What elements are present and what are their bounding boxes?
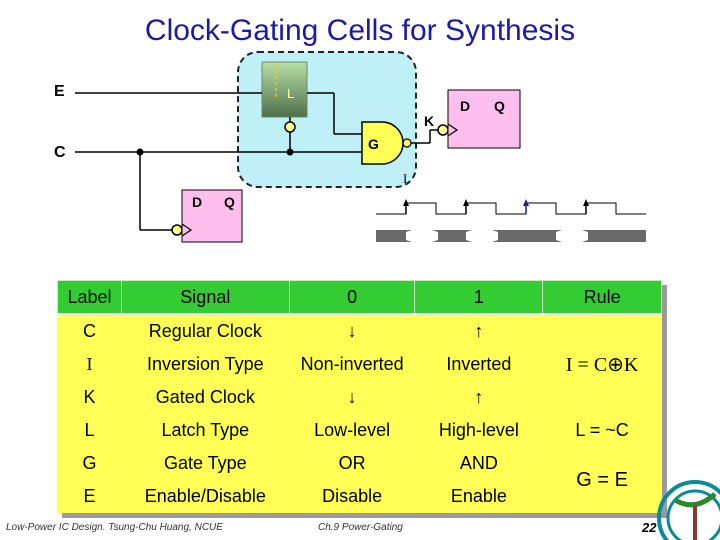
header-one: 1 [414,280,544,315]
row-value-zero: OR [338,453,366,473]
row-signal: Regular Clock [148,321,262,341]
row-value-zero: ↓ [347,387,357,407]
university-logo [657,480,720,540]
clock-gating-rule-table: Label Signal 0 1 Rule C Regular Clock ↓ … [57,280,662,513]
latch-label: L [287,86,294,101]
header-rule: Rule [542,280,662,315]
clock-gating-diagram: L E C G I K D Q D Q [54,51,646,243]
ff-right-q-label: Q [494,98,505,114]
gated-clock-label: K [424,113,434,129]
row-label: L [84,420,95,440]
ff-right-d-label: D [460,98,470,114]
footer-chapter: Ch.9 Power-Gating [318,522,403,533]
footer-credit: Low-Power IC Design. Tsung-Chu Huang, NC… [6,522,223,533]
header-label: Label [57,280,122,315]
row-signal: Gate Type [163,453,247,473]
rule-inversion: I = C⊕K [565,354,639,376]
row-label: K [83,387,96,407]
table-row: L Latch Type Low-level High-level L = ~C [58,414,662,447]
table-row: C Regular Clock ↓ ↑ I = C⊕K [58,314,662,376]
row-value-zero: Low-level [314,420,391,440]
table-header-row: Label Signal 0 1 Rule [57,280,662,315]
row-value-one: AND [459,453,498,473]
row-signal: Inversion Type [146,354,264,374]
ff-left-q-label: Q [224,194,235,210]
header-zero: 0 [288,280,416,315]
row-label: I [86,354,93,374]
row-value-one: Inverted [446,354,512,374]
row-value-one: High-level [438,420,519,440]
row-value-one: Enable [450,486,507,506]
clock-waveform [376,199,646,242]
row-signal: Enable/Disable [144,486,266,506]
latch-block [261,61,308,118]
row-signal: Gated Clock [155,387,255,407]
row-label: G [82,453,97,473]
header-signal: Signal [120,280,290,315]
row-label: C [82,321,96,341]
table-row: K Gated Clock ↓ ↑ [58,381,662,414]
row-value-one: ↑ [474,321,484,341]
table-row: E Enable/Disable Disable Enable [58,480,662,513]
page-number: 22 [642,520,657,535]
rule-latch: L = ~C [575,420,629,440]
row-label: E [83,486,96,506]
clock-input-label: C [54,144,66,161]
ff-left-d-label: D [192,194,202,210]
page-title: Clock-Gating Cells for Synthesis [144,14,576,47]
ff-left-clock-bubble [171,224,183,236]
ff-left [181,189,243,243]
row-value-zero: Disable [322,486,383,506]
enable-input-label: E [54,83,65,100]
row-value-zero: ↓ [347,321,357,341]
row-value-one: ↑ [474,387,484,407]
latch-clock-bubble [284,121,296,133]
ff-right [447,89,521,149]
rule-gate: G = E [576,468,628,491]
table-row: I Inversion Type Non-inverted Inverted [58,348,662,381]
row-signal: Latch Type [161,420,250,440]
inversion-bubble [402,138,412,148]
ff-right-clock-bubble [437,124,449,136]
table-row: G Gate Type OR AND G = E [58,447,662,491]
gate-label: G [368,136,379,152]
row-value-zero: Non-inverted [300,354,404,374]
inversion-label: I [403,171,407,186]
